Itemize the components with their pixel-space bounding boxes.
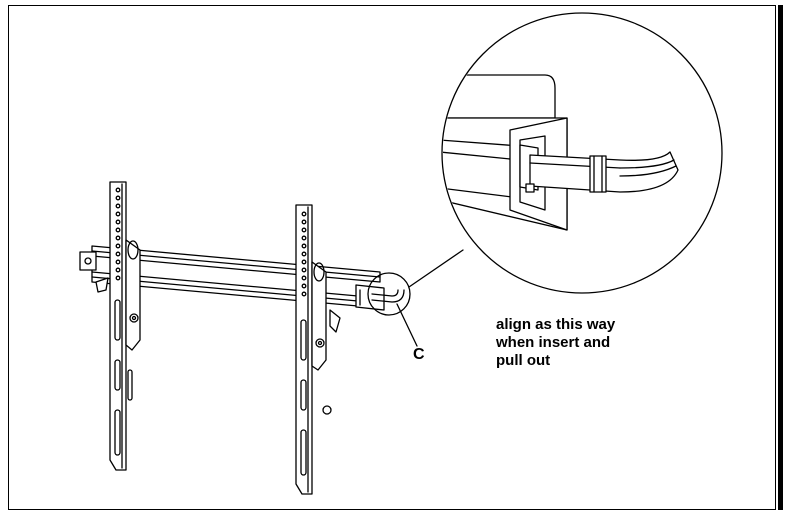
- left-vertical-bracket: [95, 181, 141, 471]
- detail-marker-circle: [367, 272, 411, 316]
- instruction-line: align as this way: [496, 316, 616, 333]
- detail-zoom-circle: [441, 12, 723, 294]
- detail-leader-line: [408, 249, 464, 288]
- label-c-leader: [396, 303, 418, 347]
- right-vertical-bracket: [295, 204, 405, 495]
- instruction-text: align as this way when insert and pull o…: [496, 316, 696, 370]
- page-edge-bar: [778, 5, 783, 510]
- instruction-line: pull out: [496, 352, 551, 369]
- instruction-line: when insert and: [496, 334, 611, 351]
- part-label-c: C: [413, 346, 425, 363]
